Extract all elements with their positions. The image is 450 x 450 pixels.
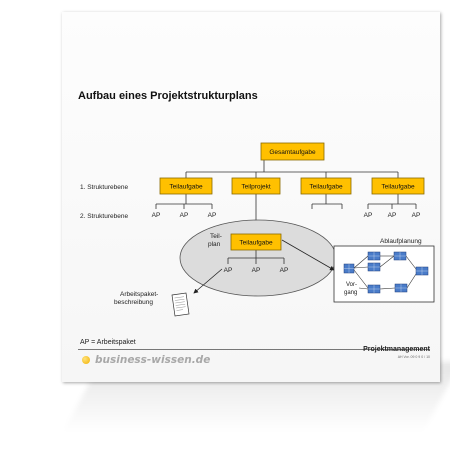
level1-box-3-label: Teilaufgabe xyxy=(309,184,343,191)
process-node-grid xyxy=(344,252,428,293)
root-box xyxy=(260,142,325,161)
level1-box-4-label: Teilaufgabe xyxy=(381,184,415,191)
description-document-lines xyxy=(174,296,186,311)
level2-ap: AP xyxy=(364,212,373,219)
level1-box-1 xyxy=(159,177,213,195)
level1-box-1-label: Teilaufgabe xyxy=(169,184,203,191)
level1-box-4 xyxy=(371,177,425,195)
level2-ap: AP xyxy=(208,212,217,219)
process-label: Vor- xyxy=(346,282,357,288)
brand-logo: business-wissen.de xyxy=(82,354,210,366)
level2-ap: AP xyxy=(180,212,189,219)
level2-ap: AP xyxy=(388,212,397,219)
subplan-ap: AP xyxy=(280,267,289,274)
arrow-to-description xyxy=(193,268,223,294)
subplan-connectors xyxy=(227,250,285,264)
level1-box-3 xyxy=(300,177,352,195)
subplan-box xyxy=(230,233,282,251)
level-1-label: 1. Strukturebene xyxy=(80,184,128,191)
structure-diagram: Gesamtaufgabe 1. Strukturebene 2. Strukt… xyxy=(80,142,435,317)
level-2-label: 2. Strukturebene xyxy=(80,213,128,220)
root-box-label: Gesamtaufgabe xyxy=(269,149,316,156)
page-title: Aufbau eines Projektstrukturplans xyxy=(78,90,258,102)
process-label: gang xyxy=(344,290,357,296)
arrow-to-process xyxy=(281,239,335,271)
level2-ap: AP xyxy=(152,212,161,219)
subplan-label: plan xyxy=(208,241,221,248)
level1-box-2-label: Teilprojekt xyxy=(241,184,270,191)
process-network-edges xyxy=(353,255,417,290)
subplan-ap: AP xyxy=(224,267,233,274)
document-page: Aufbau eines Projektstrukturplans xyxy=(62,12,440,382)
footer-code: AH Vor. 09 0 9 0 / 10 xyxy=(397,355,430,359)
brand-dot-icon xyxy=(82,356,90,364)
subplan-box-label: Teilaufgabe xyxy=(239,240,273,247)
brand-name: business-wissen.de xyxy=(95,354,211,366)
footer-topic: Projektmanagement xyxy=(363,346,430,353)
subplan-ap: AP xyxy=(252,267,261,274)
level1-box-2 xyxy=(231,177,281,195)
description-label: Arbeitspaket- xyxy=(120,291,158,298)
description-document-icon xyxy=(171,292,190,317)
legend: AP = Arbeitspaket xyxy=(80,339,136,346)
process-title: Ablaufplanung xyxy=(380,238,422,245)
level2-ap: AP xyxy=(412,212,421,219)
footer-divider xyxy=(78,349,430,350)
subplan-label: Teil- xyxy=(210,233,222,240)
process-label-pointer xyxy=(358,287,369,290)
description-label: beschreibung xyxy=(114,299,153,306)
